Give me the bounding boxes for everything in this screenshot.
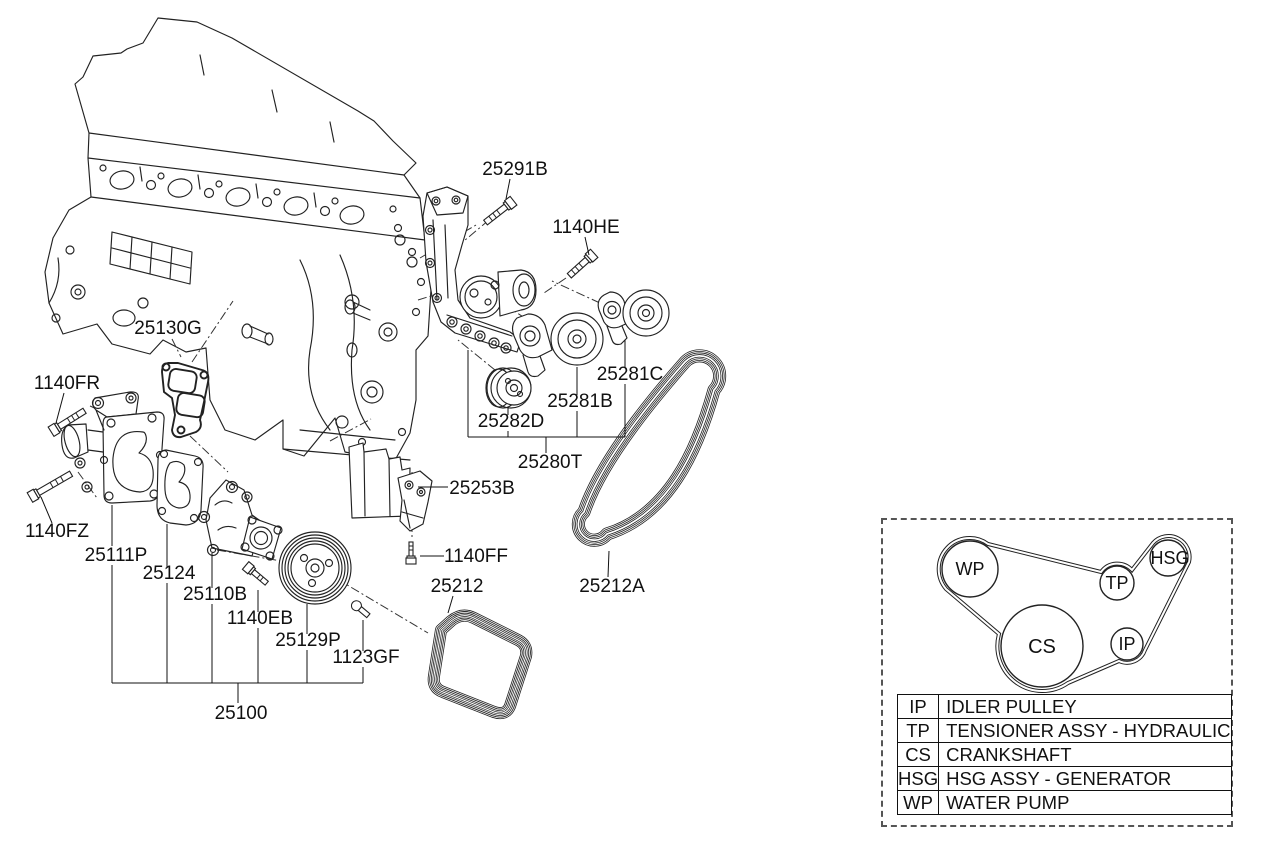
routing-node-water-pump: [941, 540, 999, 598]
leader-lines: [40, 178, 626, 703]
bolt-1140FZ-drawing: [26, 470, 74, 504]
part-label-25253B: 25253B: [449, 478, 515, 499]
part-label-25111P: 25111P: [85, 545, 148, 566]
part-label-25212A: 25212A: [579, 576, 645, 597]
legend-desc: HSG ASSY - GENERATOR: [938, 766, 1232, 791]
part-label-25130G: 25130G: [134, 318, 202, 339]
pump-belt-25212-drawing: [427, 609, 533, 720]
legend-box: WP CS TP IP HSG IP IDLER PULLEY TP TENSI…: [881, 518, 1233, 827]
part-label-25100: 25100: [215, 703, 268, 724]
bolt-1140HE-drawing: [566, 248, 599, 279]
part-label-1123GF: 1123GF: [332, 647, 399, 668]
part-label-25110B: 25110B: [183, 584, 247, 605]
water-pump-25111P-drawing: [61, 391, 165, 504]
legend-desc: WATER PUMP: [938, 790, 1232, 815]
routing-node-hsg: [1149, 539, 1187, 577]
pump-pulley-25129P-drawing: [278, 531, 352, 605]
part-labels: 25291B 1140HE 25130G 1140FR 1140FZ 25111…: [25, 159, 663, 724]
part-label-25280T: 25280T: [518, 452, 583, 473]
bolt-25291B-drawing: [482, 195, 518, 226]
legend-row: IP IDLER PULLEY: [896, 694, 1232, 719]
gasket-25124-drawing: [156, 449, 204, 526]
drive-belt-25212A-drawing: [571, 349, 727, 547]
legend-row: TP TENSIONER ASSY - HYDRAULIC: [896, 718, 1232, 743]
part-label-25212: 25212: [431, 576, 484, 597]
legend-code: CS: [896, 742, 940, 767]
part-label-25291B: 25291B: [482, 159, 548, 180]
coolant-pump-25110B-drawing: [197, 479, 283, 561]
legend-desc: CRANKSHAFT: [938, 742, 1232, 767]
routing-label-hsg: HSG: [1150, 548, 1189, 568]
bolt-1140FR-drawing: [47, 407, 87, 438]
routing-label-wp: WP: [956, 559, 985, 579]
part-label-1140FZ: 1140FZ: [25, 521, 89, 542]
engine-block-drawing: [44, 17, 434, 463]
legend-table: IP IDLER PULLEY TP TENSIONER ASSY - HYDR…: [896, 694, 1232, 815]
legend-desc: IDLER PULLEY: [938, 694, 1232, 719]
bolt-1123GF-drawing: [350, 600, 371, 619]
routing-node-idler: [1110, 627, 1144, 661]
routing-node-crankshaft: [1000, 604, 1084, 688]
routing-label-cs: CS: [1028, 636, 1056, 658]
legend-row: WP WATER PUMP: [896, 790, 1232, 815]
routing-label-ip: IP: [1118, 634, 1135, 654]
part-label-25281C: 25281C: [597, 364, 664, 385]
legend-desc: TENSIONER ASSY - HYDRAULIC: [938, 718, 1232, 743]
legend-code: IP: [896, 694, 940, 719]
part-label-25129P: 25129P: [275, 630, 341, 651]
legend-code: HSG: [896, 766, 940, 791]
part-label-25282D: 25282D: [478, 411, 545, 432]
part-label-1140FR: 1140FR: [34, 373, 100, 394]
part-label-1140HE: 1140HE: [552, 217, 619, 238]
part-label-1140EB: 1140EB: [227, 608, 293, 629]
bolt-1140EB-drawing: [241, 560, 270, 586]
part-label-1140FF: 1140FF: [444, 546, 508, 567]
legend-row: HSG HSG ASSY - GENERATOR: [896, 766, 1232, 791]
legend-code: TP: [896, 718, 940, 743]
idler-pulley-25282D-drawing: [485, 367, 532, 409]
belt-routing-diagram: WP CS TP IP HSG: [936, 534, 1192, 694]
alternator-bracket-drawing: [422, 186, 537, 354]
tensioner-25281B-drawing: [511, 312, 604, 378]
routing-label-tp: TP: [1105, 573, 1128, 593]
legend-row: CS CRANKSHAFT: [896, 742, 1232, 767]
routing-node-tensioner: [1099, 565, 1135, 601]
heat-protector-25253B-drawing: [348, 442, 433, 532]
tensioner-25281C-drawing: [597, 289, 670, 346]
gasket-25130G-drawing: [161, 362, 210, 439]
part-label-25281B: 25281B: [547, 391, 613, 412]
legend-code: WP: [896, 790, 940, 815]
part-label-25124: 25124: [143, 563, 196, 584]
bolt-1140FF-drawing: [405, 541, 417, 565]
